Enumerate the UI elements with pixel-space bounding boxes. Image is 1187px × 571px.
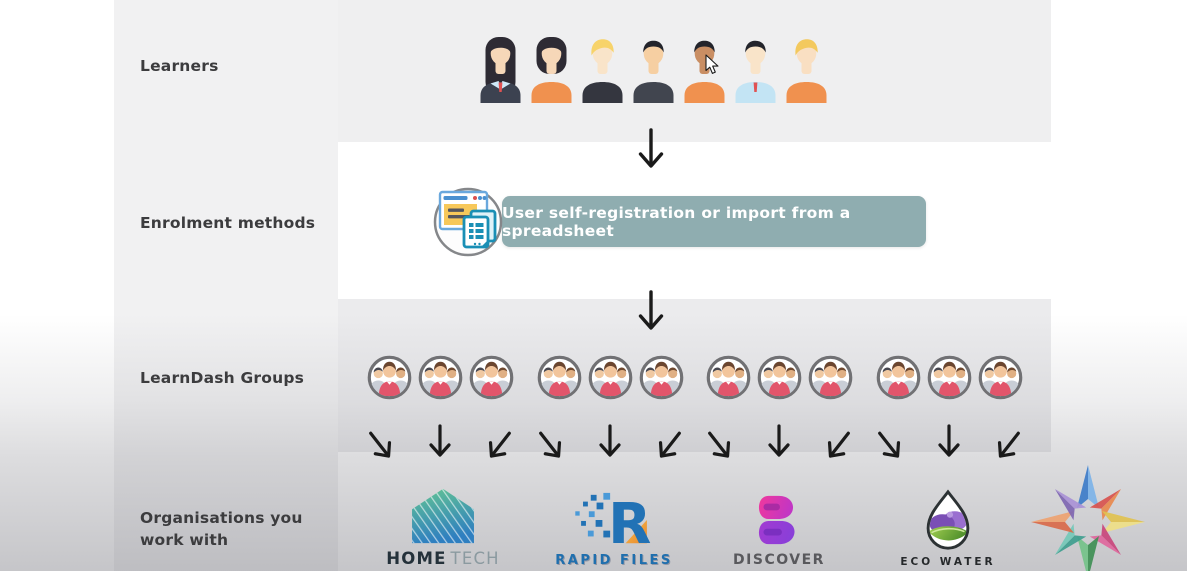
group-of-people-icon [537, 355, 581, 400]
learner-avatar-icon [531, 37, 572, 103]
arrow-down-icon [766, 424, 792, 468]
registration-spreadsheet-icon [431, 185, 505, 263]
group-cluster [705, 354, 854, 401]
group-of-people-icon [757, 355, 801, 400]
group-of-people-icon [588, 355, 632, 400]
arrow-down-icon [359, 424, 407, 475]
group-cluster [366, 354, 515, 401]
mouse-pointer-icon [705, 54, 721, 80]
learners-row-background [338, 0, 1051, 142]
group-of-people-icon [808, 355, 852, 400]
learner-avatars-row [477, 33, 830, 103]
arrow-down-icon [636, 127, 666, 179]
row-label-organisations: Organisations you work with [140, 509, 303, 550]
row-label-column-background [114, 0, 338, 571]
learner-avatar-icon [633, 40, 674, 103]
arrow-down-icon [529, 424, 577, 475]
learner-avatar-icon [786, 39, 827, 103]
org-name-rapid-files: RAPID FILES [555, 553, 673, 568]
pixel-r-logo: R [575, 492, 651, 550]
learner-avatar-icon [480, 37, 521, 103]
arrow-down-icon [636, 289, 666, 341]
droplet-leaf-logo [926, 489, 970, 550]
org-name-eco-water: ECO WATER [900, 556, 996, 568]
arrow-down-icon [982, 424, 1030, 475]
learner-avatar-icon [582, 39, 623, 103]
group-of-people-icon [367, 355, 411, 400]
group-of-people-icon [978, 355, 1022, 400]
spreadsheet-icon [462, 209, 497, 249]
org-rapid-files: R RAPID FILES [529, 472, 699, 568]
learner-avatar-icon [735, 40, 776, 103]
group-cluster [536, 354, 685, 401]
group-of-people-icon [418, 355, 462, 400]
arrow-down-icon [427, 424, 453, 468]
svg-text:R: R [608, 492, 651, 550]
org-discover: DISCOVER [694, 472, 864, 568]
arrow-down-icon [812, 424, 860, 475]
group-of-people-icon [639, 355, 683, 400]
arrow-down-icon [473, 424, 521, 475]
enrolment-method-pill: User self-registration or import from a … [502, 196, 926, 247]
org-name-discover: DISCOVER [733, 552, 825, 568]
group-of-people-icon [927, 355, 971, 400]
group-of-people-icon [876, 355, 920, 400]
row-label-learndash-groups: LearnDash Groups [140, 369, 305, 387]
group-of-people-icon [469, 355, 513, 400]
arrow-down-icon [698, 424, 746, 475]
starburst-logo [1031, 465, 1145, 571]
arrow-down-icon [643, 424, 691, 475]
ribbon-d-logo [758, 495, 795, 545]
row-label-learners: Learners [140, 57, 219, 75]
arrow-down-icon [936, 424, 962, 468]
row-label-enrolment-methods: Enrolment methods [140, 214, 316, 232]
org-eco-water: ECO WATER [863, 472, 1033, 568]
striped-house-logo [412, 488, 474, 544]
group-of-people-icon [706, 355, 750, 400]
arrow-down-icon [868, 424, 916, 475]
group-cluster [875, 354, 1024, 401]
arrow-down-icon [597, 424, 623, 468]
